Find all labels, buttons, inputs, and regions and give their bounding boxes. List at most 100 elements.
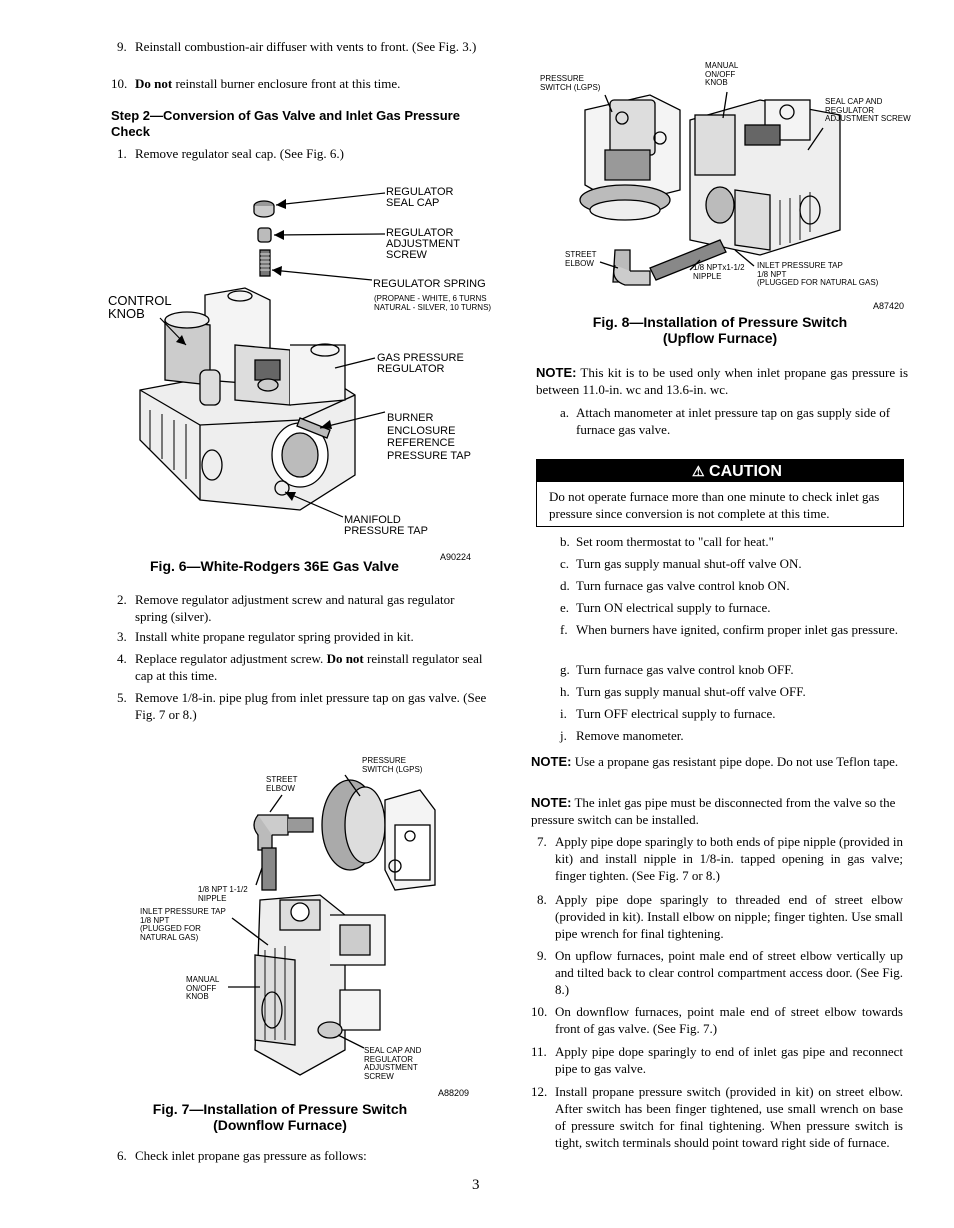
step-number: 6. <box>117 1148 127 1163</box>
step-text: Remove regulator adjustment screw and na… <box>135 592 455 624</box>
step-number: 7. <box>537 834 547 849</box>
fig7-label-seal-cap: SEAL CAP AND REGULATOR ADJUSTMENT SCREW <box>364 1046 422 1081</box>
step-number: 11. <box>531 1044 547 1059</box>
substep-g: g. Turn furnace gas valve control knob OF… <box>560 661 908 683</box>
substep-b: b. Set room thermostat to "call for heat.… <box>560 533 908 555</box>
step-number: 5. <box>117 690 127 705</box>
substep-text: Turn OFF electrical supply to furnace. <box>576 706 776 721</box>
substep-letter: b. <box>560 534 570 549</box>
substep-letter: e. <box>560 600 570 615</box>
substep-text: Attach manometer at inlet pressure tap o… <box>576 405 891 437</box>
step-text: Check inlet propane gas pressure as foll… <box>135 1148 367 1163</box>
step-text: Apply pipe dope sparingly to end of inle… <box>555 1044 903 1076</box>
fig8-label-pressure-switch: PRESSURE SWITCH (LGPS) <box>540 74 601 92</box>
step-number: 12. <box>531 1084 548 1099</box>
step-text: Install white propane regulator spring p… <box>135 629 414 644</box>
fig7-label-pressure-switch: PRESSURE SWITCH (LGPS) <box>362 756 423 774</box>
step-number: 9. <box>117 39 127 54</box>
step-number: 2. <box>117 592 127 607</box>
step-1: 1. Remove regulator seal cap. (See Fig. … <box>117 145 487 162</box>
substep-letter: a. <box>560 405 570 420</box>
substep-text: Set room thermostat to "call for heat." <box>576 534 774 549</box>
substep-d: d. Turn furnace gas valve control knob ON… <box>560 577 908 599</box>
fig7-code: A88209 <box>438 1088 470 1098</box>
substep-text: When burners have ignited, confirm prope… <box>576 622 899 637</box>
caution-header: ⚠ CAUTION <box>537 460 903 482</box>
step-5: 5. Remove 1/8-in. pipe plug from inlet p… <box>117 689 489 723</box>
step-text: Install propane pressure switch (provide… <box>555 1084 903 1150</box>
step-12: 12. Install propane pressure switch (prov… <box>531 1083 903 1157</box>
fig6-caption: Fig. 6—White-Rodgers 36E Gas Valve <box>150 558 399 574</box>
bold-text: Do not <box>326 651 364 666</box>
warning-icon: ⚠ <box>692 463 705 479</box>
caution-text: Do not operate furnace more than one min… <box>549 489 880 521</box>
label-regulator-spring: REGULATOR SPRING <box>373 278 486 290</box>
caution-title: CAUTION <box>709 463 782 480</box>
step-text-2: reinstall regulator seal cap at this tim… <box>135 651 483 683</box>
fig7-label-manual-knob: MANUAL ON/OFF KNOB <box>186 975 220 1001</box>
step-number: 4. <box>117 651 127 666</box>
fig8-caption: Fig. 8—Installation of Pressure Switch (… <box>592 314 848 346</box>
step-text: Remove regulator seal cap. (See Fig. 6.) <box>135 146 345 161</box>
step-number: 10. <box>111 76 128 91</box>
label-gas-pressure-regulator: GAS PRESSURE REGULATOR <box>377 352 464 375</box>
step-2: 2. Remove regulator adjustment screw and… <box>117 591 489 625</box>
note-3: NOTE: The inlet gas pipe must be disconn… <box>531 794 908 828</box>
fig8-label-street-elbow: STREET ELBOW <box>565 250 597 268</box>
step-number: 1. <box>117 146 127 161</box>
step-6: 6. Check inlet propane gas pressure as f… <box>117 1147 489 1164</box>
step-number: 3. <box>117 629 127 644</box>
substep-text: Turn gas supply manual shut-off valve ON… <box>576 556 802 571</box>
bold-text: Do not <box>135 76 173 91</box>
fig7-caption: Fig. 7—Installation of Pressure Switch (… <box>152 1101 408 1133</box>
substep-letter: j. <box>560 728 567 743</box>
substep-letter: h. <box>560 684 570 699</box>
step-3: 3. Install white propane regulator sprin… <box>117 628 489 645</box>
label-spring-note: (PROPANE - WHITE, 6 TURNS NATURAL - SILV… <box>374 294 492 312</box>
substeps-list: b. Set room thermostat to "call for heat.… <box>560 533 908 749</box>
substep-letter: g. <box>560 662 570 677</box>
substep-text: Turn ON electrical supply to furnace. <box>576 600 771 615</box>
fig8-label-seal-cap: SEAL CAP AND REGULATOR ADJUSTMENT SCREW <box>825 97 911 123</box>
label-seal-cap: REGULATOR SEAL CAP <box>386 186 454 209</box>
step-11: 11. Apply pipe dope sparingly to end of i… <box>531 1043 903 1083</box>
fig7-label-inlet-tap: INLET PRESSURE TAP 1/8 NPT (PLUGGED FOR … <box>140 907 226 942</box>
substep-letter: f. <box>560 622 568 637</box>
fig8-code: A87420 <box>873 301 905 311</box>
substep-f: f. When burners have ignited, confirm pro… <box>560 621 908 661</box>
step-number: 10. <box>531 1004 548 1019</box>
label-burner-tap: BURNER ENCLOSURE REFERENCE PRESSURE TAP <box>387 412 471 462</box>
step-text: Apply pipe dope sparingly to both ends o… <box>555 834 903 883</box>
step-text: Remove 1/8-in. pipe plug from inlet pres… <box>135 690 487 722</box>
substep-h: h. Turn gas supply manual shut-off valve … <box>560 683 908 705</box>
note-text: Use a propane gas resistant pipe dope. D… <box>571 754 899 769</box>
fig8-label-inlet-tap: INLET PRESSURE TAP 1/8 NPT (PLUGGED FOR … <box>757 261 879 287</box>
step-7: 7. Apply pipe dope sparingly to both ends… <box>531 833 903 891</box>
note-label: NOTE: <box>531 795 572 810</box>
label-manifold-tap: MANIFOLD PRESSURE TAP <box>344 514 428 537</box>
label-control-knob: CONTROL KNOB <box>108 293 172 321</box>
caution-box: ⚠ CAUTION Do not operate furnace more th… <box>536 459 904 527</box>
step-8: 8. Apply pipe dope sparingly to threaded … <box>531 891 903 947</box>
section-heading: Step 2—Conversion of Gas Valve and Inlet… <box>111 108 460 139</box>
fig8-label-nipple: 1/8 NPTx1-1/2 NIPPLE <box>693 263 745 281</box>
note-1: NOTE: This kit is to be used only when i… <box>536 364 908 398</box>
fig7-label-nipple: 1/8 NPT 1-1/2 NIPPLE <box>198 885 248 903</box>
step-text: Replace regulator adjustment screw. <box>135 651 327 666</box>
step-number: 8. <box>537 892 547 907</box>
note-2: NOTE: Use a propane gas resistant pipe d… <box>531 753 908 770</box>
substep-text: Turn furnace gas valve control knob OFF. <box>576 662 794 677</box>
substep-e: e. Turn ON electrical supply to furnace. <box>560 599 908 621</box>
fig8-label-manual-knob: MANUAL ON/OFF KNOB <box>705 61 739 87</box>
step-text: Apply pipe dope sparingly to threaded en… <box>555 892 903 941</box>
substep-text: Turn furnace gas valve control knob ON. <box>576 578 790 593</box>
label-adjustment-screw: REGULATOR ADJUSTMENT SCREW <box>386 227 460 261</box>
step-4: 4. Replace regulator adjustment screw. D… <box>117 650 489 684</box>
note-label: NOTE: <box>536 365 577 380</box>
substep-text: Turn gas supply manual shut-off valve OF… <box>576 684 806 699</box>
substep-letter: d. <box>560 578 570 593</box>
fig7-label-street-elbow: STREET ELBOW <box>266 775 298 793</box>
